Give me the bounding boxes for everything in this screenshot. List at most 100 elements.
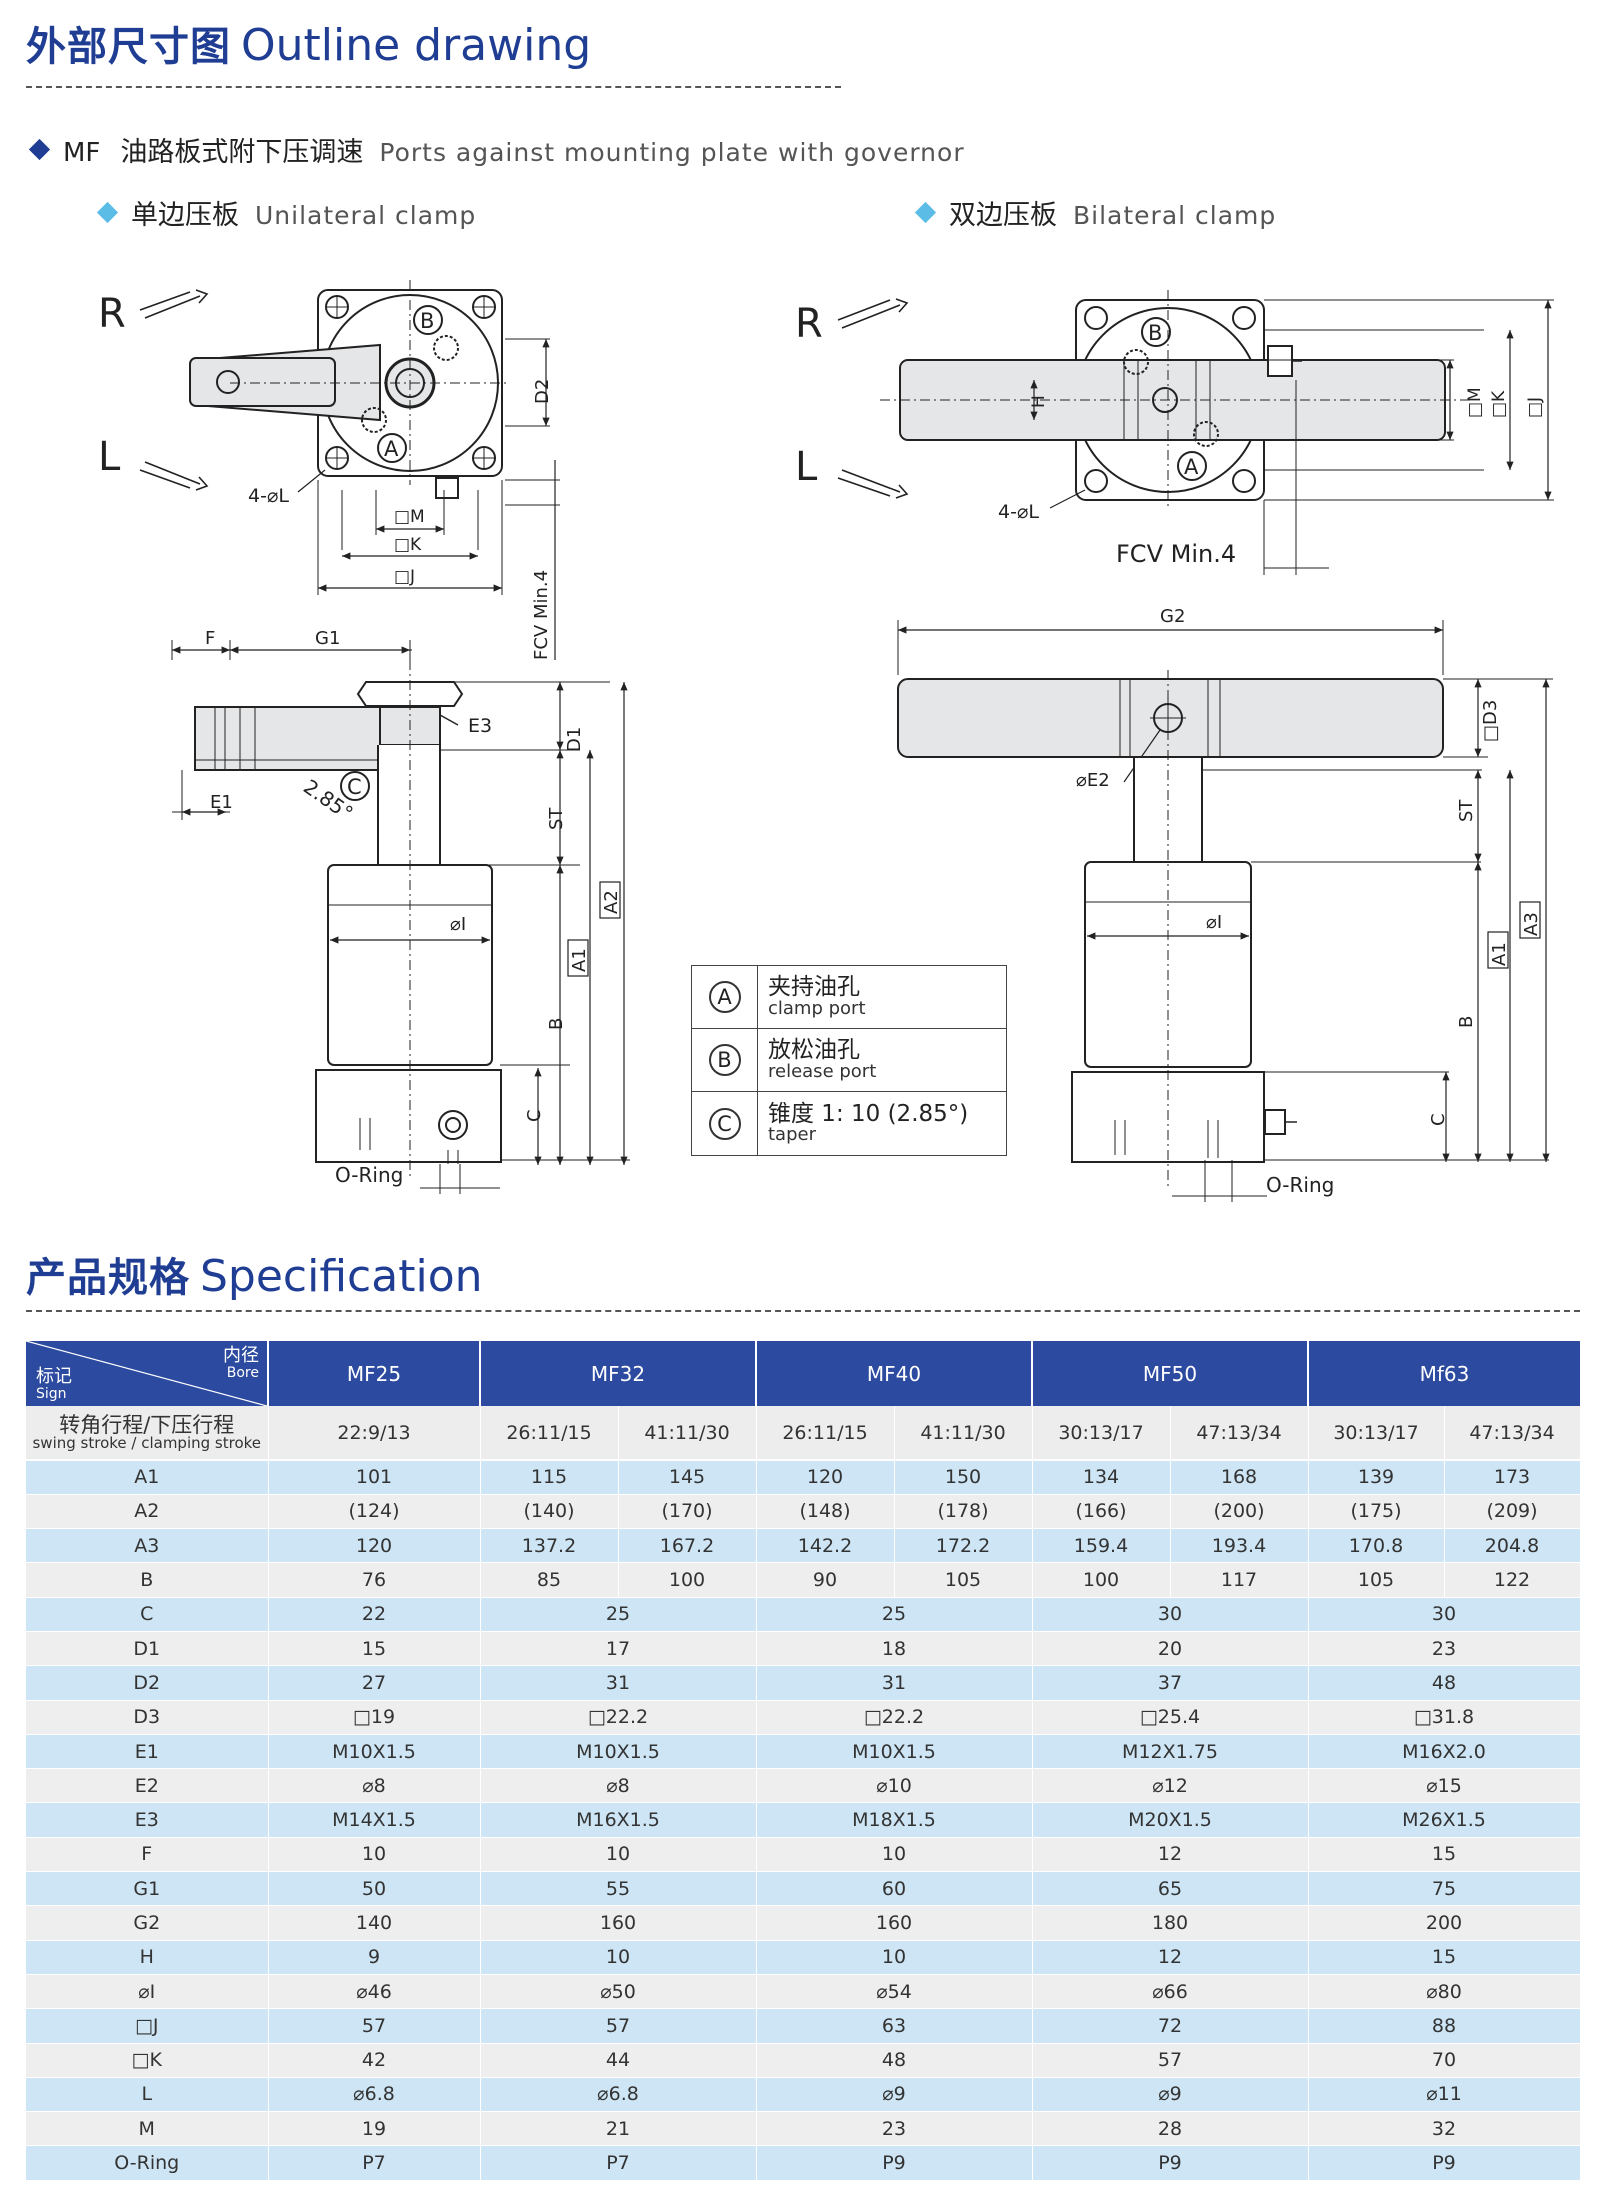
table-cell: 172.2	[894, 1528, 1033, 1564]
bilateral-caption-zh: 双边压板	[949, 200, 1057, 231]
table-cell: 60	[756, 1871, 1033, 1907]
table-cell: 139	[1308, 1460, 1445, 1495]
table-cell: (178)	[894, 1494, 1033, 1530]
spec-divider	[26, 1310, 1580, 1312]
dim-k-top: □K	[394, 535, 422, 555]
dim-f: F	[205, 628, 215, 649]
legend-zh: 放松油孔	[768, 1037, 860, 1064]
table-cell: 57	[1032, 2043, 1309, 2078]
table-cell: 120	[268, 1528, 481, 1564]
stroke-value: 47:13/34	[1444, 1406, 1581, 1461]
table-cell: 76	[268, 1562, 481, 1598]
table-cell: M10X1.5	[756, 1734, 1033, 1770]
table-cell: P9	[1032, 2145, 1309, 2181]
table-cell: 193.4	[1170, 1528, 1309, 1564]
hole-label-bilateral: 4-⌀L	[998, 501, 1039, 523]
table-cell: 23	[1308, 1631, 1581, 1667]
table-cell: ⌀8	[268, 1768, 481, 1804]
table-cell: 15	[1308, 1940, 1581, 1975]
row-label: E2	[26, 1768, 269, 1804]
diamond-bullet-icon	[914, 201, 937, 224]
dim-d1: D1	[564, 727, 585, 752]
dim-g1: G1	[315, 628, 340, 649]
unilateral-caption: 单边压板 Unilateral clamp	[96, 193, 476, 232]
table-cell: 142.2	[756, 1528, 895, 1564]
table-cell: 17	[480, 1631, 757, 1667]
table-cell: 170.8	[1308, 1528, 1445, 1564]
table-cell: M26X1.5	[1308, 1802, 1581, 1838]
dim-d2: D2	[532, 379, 553, 404]
table-cell: 27	[268, 1665, 481, 1701]
port-b-label: B	[420, 309, 434, 333]
legend-row: C 锥度 1: 10 (2.85°) taper	[692, 1092, 1006, 1155]
table-cell: 75	[1308, 1871, 1581, 1907]
table-cell: 44	[480, 2043, 757, 2078]
table-cell: 90	[756, 1562, 895, 1598]
table-cell: 145	[618, 1460, 757, 1495]
table-cell: 134	[1032, 1460, 1171, 1495]
table-cell: 120	[756, 1460, 895, 1495]
legend-row: B 放松油孔 release port	[692, 1029, 1006, 1092]
unilateral-side-view: F G1 E3 E1 C 2.85° ⌀I D1 ST B C	[171, 628, 630, 1194]
table-cell: ⌀9	[1032, 2077, 1309, 2113]
table-cell: 105	[1308, 1562, 1445, 1598]
spec-header-row: 内径 Bore 标记 Sign MF25 MF32 MF40 MF50 Mf63	[26, 1341, 1580, 1406]
stroke-value: 26:11/15	[756, 1406, 895, 1461]
table-row: D3□19□22.2□22.2□25.4□31.8	[26, 1700, 1581, 1735]
table-cell: 115	[480, 1460, 619, 1495]
row-label: □K	[26, 2043, 269, 2078]
dim-i-right: ⌀I	[1206, 912, 1222, 933]
table-row: A2(124)(140)(170)(148)(178)(166)(200)(17…	[26, 1494, 1581, 1530]
unilateral-caption-zh: 单边压板	[131, 200, 239, 231]
table-cell: (140)	[480, 1494, 619, 1530]
legend-en: taper	[768, 1124, 816, 1146]
table-cell: ⌀9	[756, 2077, 1033, 2113]
oring-right: O-Ring	[1266, 1173, 1334, 1197]
model-subtitle-en: Ports against mounting plate with govern…	[379, 138, 965, 167]
table-cell: 65	[1032, 1871, 1309, 1907]
table-cell: 42	[268, 2043, 481, 2078]
outline-title: 外部尺寸图 Outline drawing	[26, 14, 591, 72]
table-cell: ⌀46	[268, 1974, 481, 2010]
dim-g2: G2	[1160, 606, 1185, 627]
port-legend: A 夹持油孔 clamp port B 放松油孔 release port C …	[691, 965, 1007, 1156]
row-label: B	[26, 1562, 269, 1598]
row-label: H	[26, 1940, 269, 1975]
outline-drawings: R L B A 4-⌀L D2 FCV Min.4 □M	[98, 280, 1554, 1202]
dim-fcv: FCV Min.4	[531, 570, 552, 660]
port-a-label-bilateral: A	[1184, 455, 1199, 479]
spec-table: 内径 Bore 标记 Sign MF25 MF32 MF40 MF50 Mf63…	[26, 1341, 1581, 2181]
table-cell: ⌀6.8	[268, 2077, 481, 2113]
table-cell: 30	[1308, 1597, 1581, 1632]
legend-row: A 夹持油孔 clamp port	[692, 966, 1006, 1029]
table-cell: ⌀6.8	[480, 2077, 757, 2113]
diagonal-divider	[26, 1341, 267, 1406]
row-label: M	[26, 2111, 269, 2147]
table-cell: 57	[268, 2008, 481, 2044]
bilateral-caption: 双边压板 Bilateral clamp	[914, 193, 1276, 232]
table-cell: (200)	[1170, 1494, 1309, 1530]
dim-c-left: C	[524, 1109, 545, 1122]
dim-e1: E1	[210, 792, 233, 813]
bilateral-top-view: R L B A 4-⌀L H □M □K □J FCV Min.4	[795, 290, 1554, 575]
table-cell: 10	[756, 1940, 1033, 1975]
table-cell: 137.2	[480, 1528, 619, 1564]
table-cell: ⌀15	[1308, 1768, 1581, 1804]
dim-a2-left: A2	[601, 890, 622, 914]
bore-zh: 内径	[223, 1345, 259, 1366]
table-cell: 48	[756, 2043, 1033, 2078]
row-label: D2	[26, 1665, 269, 1701]
table-cell: 150	[894, 1460, 1033, 1495]
model-code: MF	[63, 138, 101, 168]
model-subtitle: MF 油路板式附下压调速 Ports against mounting plat…	[28, 130, 965, 169]
table-cell: (124)	[268, 1494, 481, 1530]
table-cell: 19	[268, 2111, 481, 2147]
dim-j-right: □J	[1525, 397, 1545, 418]
table-cell: M16X2.0	[1308, 1734, 1581, 1770]
table-cell: 168	[1170, 1460, 1309, 1495]
